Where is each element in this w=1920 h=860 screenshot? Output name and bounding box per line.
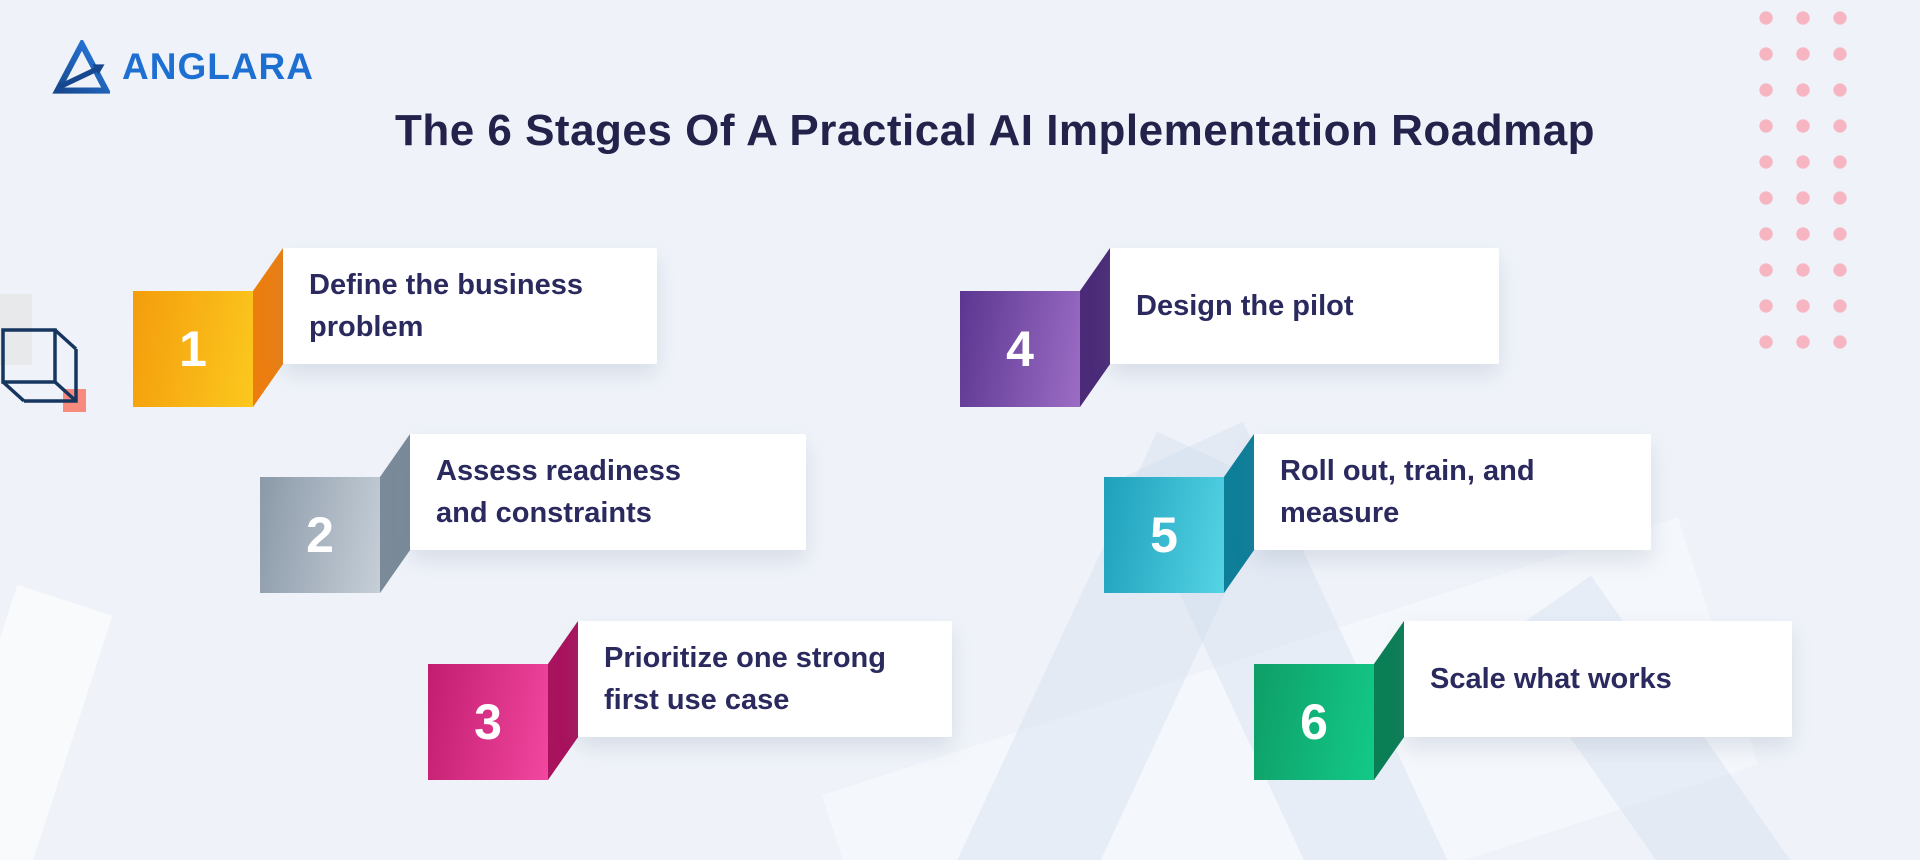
stage-fold (1080, 248, 1110, 407)
stage-fold (548, 621, 578, 780)
cube-icon (0, 322, 92, 419)
stage-label: Assess readiness and constraints (436, 454, 682, 529)
stage-number: 2 (306, 507, 334, 563)
stage-fold (380, 434, 410, 593)
title-bar: The 6 Stages Of A Practical AI Implement… (0, 106, 1920, 156)
page-title: The 6 Stages Of A Practical AI Implement… (394, 106, 1596, 155)
stage-number: 6 (1300, 694, 1328, 750)
brand-name: ANGLARA (122, 46, 314, 87)
stage-label: Design the pilot (1136, 289, 1354, 322)
stage-number-tile: 5 (1104, 477, 1224, 593)
stage-label: Roll out, train, and measure (1280, 454, 1535, 529)
logo-triangle-arrow-icon (52, 40, 110, 94)
stage-card: Scale what works (1404, 621, 1792, 737)
stage-number-tile: 2 (260, 477, 380, 593)
stage-number-tile: 6 (1254, 664, 1374, 780)
stage-card: Roll out, train, and measure (1254, 434, 1651, 550)
stage-label: Prioritize one strong first use case (604, 641, 886, 716)
watermark-shape (0, 584, 113, 860)
stage-label: Define the business problem (309, 268, 583, 343)
stage-number-tile: 3 (428, 664, 548, 780)
stage-label: Scale what works (1430, 662, 1672, 695)
stage-card: Prioritize one strong first use case (578, 621, 952, 737)
stage-card: Assess readiness and constraints (410, 434, 806, 550)
dot-grid-decoration (1748, 0, 1860, 352)
stage-card: Define the business problem (283, 248, 657, 364)
stage-number: 5 (1150, 507, 1178, 563)
stage-number-tile: 4 (960, 291, 1080, 407)
stage-number: 1 (179, 321, 207, 377)
stage-fold (253, 248, 283, 407)
brand-logo: ANGLARA (52, 40, 314, 94)
stage-number: 3 (474, 694, 502, 750)
stage-number: 4 (1006, 321, 1034, 377)
stage-number-tile: 1 (133, 291, 253, 407)
stage-card: Design the pilot (1110, 248, 1499, 364)
